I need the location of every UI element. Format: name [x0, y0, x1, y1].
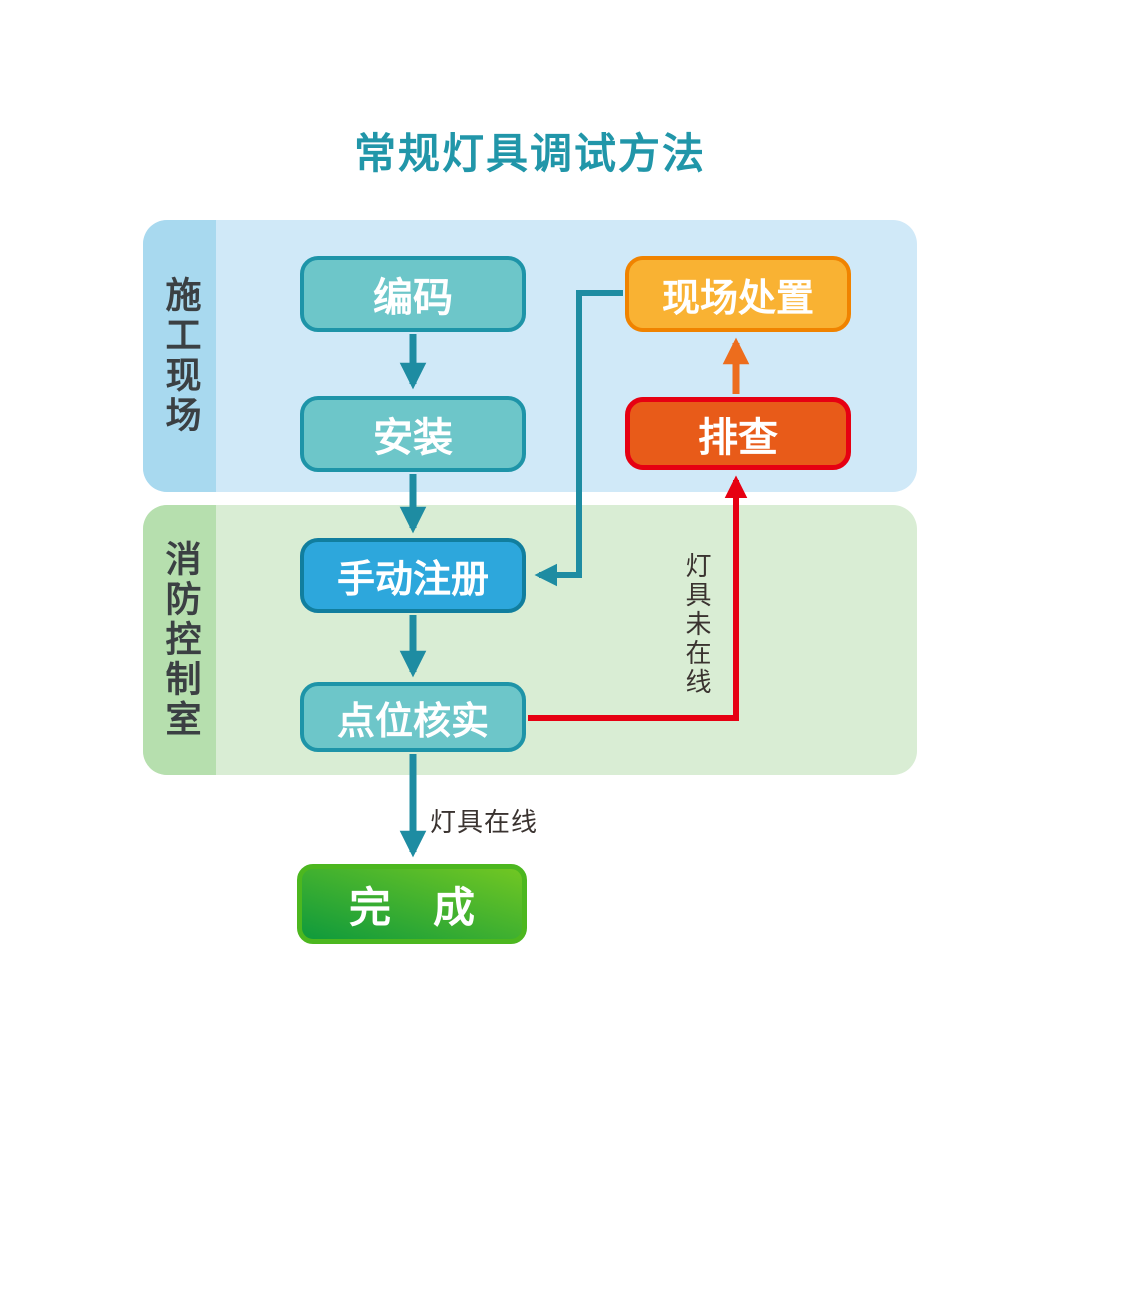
- node-onsite-handling: 现场处置: [625, 256, 851, 332]
- edge-label-lamp-offline: 灯具未在线: [681, 552, 711, 697]
- node-troubleshoot: 排查: [625, 397, 851, 470]
- node-done: 完 成: [297, 864, 527, 944]
- node-install-label: 安装: [373, 415, 453, 461]
- node-done-label: 完 成: [348, 882, 475, 932]
- node-install: 安装: [300, 396, 526, 472]
- lane-fire-control-room-label: 消防控制室: [159, 540, 201, 740]
- lane-construction-site-strip: 施工现场: [143, 220, 216, 492]
- node-manual-register: 手动注册: [300, 538, 526, 613]
- node-point-verify: 点位核实: [300, 682, 526, 752]
- node-encode: 编码: [300, 256, 526, 332]
- node-onsite-handling-label: 现场处置: [661, 275, 814, 320]
- lane-fire-control-room: 消防控制室: [143, 505, 917, 775]
- node-manual-register-label: 手动注册: [336, 557, 489, 601]
- node-point-verify-label: 点位核实: [336, 698, 489, 743]
- lane-fire-control-room-strip: 消防控制室: [143, 505, 216, 775]
- edge-label-lamp-online: 灯具在线: [430, 808, 539, 838]
- lane-construction-site-label: 施工现场: [159, 276, 201, 436]
- node-troubleshoot-label: 排查: [698, 414, 778, 461]
- node-encode-label: 编码: [373, 275, 453, 321]
- page-title: 常规灯具调试方法: [353, 129, 706, 178]
